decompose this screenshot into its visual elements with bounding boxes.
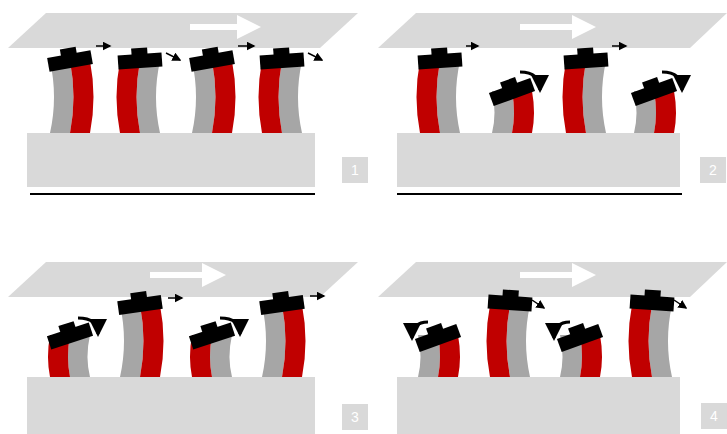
panel-number: 1 xyxy=(342,157,368,183)
panel-number: 4 xyxy=(701,403,727,429)
panel-number: 2 xyxy=(700,157,726,183)
panel-number: 3 xyxy=(342,404,368,430)
